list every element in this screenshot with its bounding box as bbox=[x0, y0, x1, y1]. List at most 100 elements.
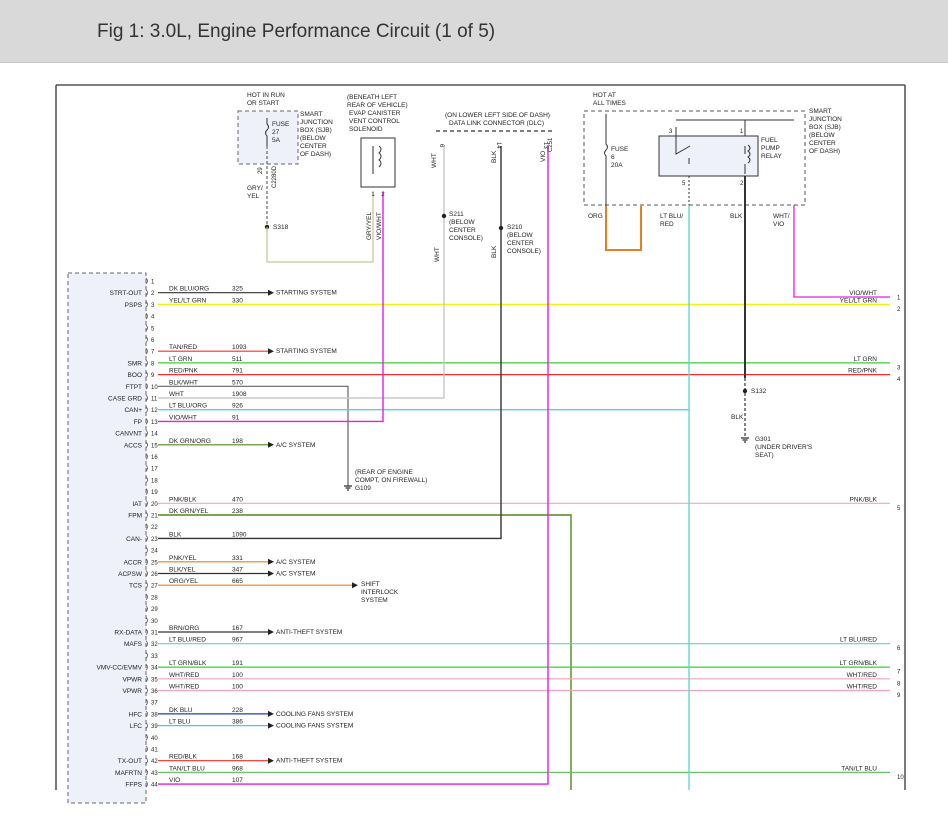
pcm-pin-42-number: 42 bbox=[151, 759, 158, 765]
pcm-pin-7-marker bbox=[145, 347, 148, 355]
pcm-pin-12-wire-color: LT BLU/ORG bbox=[169, 403, 207, 410]
relay-pin1: 1 bbox=[740, 129, 744, 135]
splice-s211-label: CONSOLE) bbox=[449, 235, 483, 242]
fuse27-symbol bbox=[265, 118, 269, 146]
relay-org-wire bbox=[605, 206, 642, 251]
pcm-pin-41-marker bbox=[145, 745, 148, 753]
pcm-pin-3-wire-color: YEL/LT GRN bbox=[169, 297, 207, 304]
g301-label: (UNDER DRIVER'S bbox=[755, 444, 813, 451]
pcm-pin-2-marker bbox=[145, 289, 148, 296]
fuse27-sjb-label: SMART bbox=[300, 111, 323, 118]
pcm-pin-30-marker bbox=[145, 617, 148, 624]
pcm-pin-7-wire-color: TAN/RED bbox=[169, 344, 197, 351]
dlc-blk-lower: BLK bbox=[491, 245, 498, 258]
connector-1-label: VIO/WHT bbox=[849, 290, 877, 297]
pcm-pin-22-number: 22 bbox=[151, 525, 158, 531]
pcm-pin-42-destination: ANTI-THEFT SYSTEM bbox=[276, 758, 342, 765]
pcm-pin-32-wire-color: LT BLU/RED bbox=[169, 637, 206, 644]
splice-s132 bbox=[742, 388, 748, 394]
pcm-pin-3-number: 3 bbox=[151, 303, 155, 309]
pcm-pin-42-circuit: 168 bbox=[232, 754, 243, 761]
pcm-pin-39-wire-color: LT BLU bbox=[169, 719, 191, 726]
relay-wire-blk: BLK bbox=[730, 213, 743, 220]
splice-s211 bbox=[441, 213, 447, 219]
pcm-pin-39-number: 39 bbox=[151, 724, 158, 730]
connector-10-number: 10 bbox=[897, 775, 904, 781]
pcm-pin-6-marker bbox=[145, 336, 148, 343]
fuse27-pin: 29 bbox=[258, 167, 264, 174]
relay-sjb-label: OF DASH) bbox=[809, 148, 840, 155]
pcm-pin-10-marker bbox=[145, 383, 148, 390]
pcm-pin-12-number: 12 bbox=[151, 408, 158, 414]
pcm-pin-29-number: 29 bbox=[151, 607, 158, 613]
pcm-pin-44-number: 44 bbox=[151, 783, 158, 789]
pcm-pin-30-number: 30 bbox=[151, 619, 158, 625]
pcm-pin-21-wire bbox=[158, 514, 572, 790]
pcm-pin-1-number: 1 bbox=[151, 280, 155, 286]
pcm-pin-9-wire-color: RED/PNK bbox=[169, 368, 199, 375]
pcm-pin-35-circuit: 100 bbox=[232, 672, 243, 679]
pcm-pin-13-number: 13 bbox=[151, 420, 158, 426]
pcm-pin-38-wire-color: DK BLU bbox=[169, 707, 193, 714]
evap-name: EVAP CANISTER bbox=[349, 110, 401, 117]
dlc-location: (ON LOWER LEFT SIDE OF DASH) bbox=[445, 112, 550, 119]
pcm-pin-20-number: 20 bbox=[151, 502, 158, 508]
pcm-pin-34-circuit: 191 bbox=[232, 660, 243, 667]
pcm-pin-23-wire bbox=[158, 146, 502, 540]
pcm-pin-16-number: 16 bbox=[151, 455, 158, 461]
relay-sjb-label: (BELOW bbox=[809, 132, 836, 139]
pcm-pin-26-wire-color: BLK/YEL bbox=[169, 567, 196, 574]
pcm-module-box bbox=[67, 272, 147, 804]
connector-4-number: 4 bbox=[897, 377, 901, 383]
pcm-pin-23-signal: CAN- bbox=[126, 536, 142, 543]
pcm-pin-36-wire-color: WHT/RED bbox=[169, 684, 200, 691]
pcm-pin-38-destination: COOLING FANS SYSTEM bbox=[276, 711, 353, 718]
pcm-pin-4-number: 4 bbox=[151, 315, 155, 321]
pcm-pin-42-marker bbox=[145, 757, 148, 764]
pcm-pin-20-signal: IAT bbox=[132, 501, 142, 508]
fuse27-wire-color: GRY/ bbox=[247, 185, 263, 192]
fuse27-label: 5A bbox=[272, 137, 281, 144]
pcm-pin-9-circuit: 791 bbox=[232, 368, 243, 375]
pcm-pin-8-marker bbox=[145, 359, 148, 367]
pcm-pin-35-marker bbox=[145, 675, 148, 683]
relay-wire-ltblured: LT BLU/ bbox=[660, 213, 683, 220]
pcm-pin-43-number: 43 bbox=[151, 771, 158, 777]
pcm-pin-15-arrow bbox=[268, 441, 274, 448]
pcm-pin-36-marker bbox=[145, 687, 148, 694]
relay-hot-label: HOT AT bbox=[593, 92, 616, 99]
pcm-pin-39-signal: LFC bbox=[130, 723, 143, 730]
fuse27-label: FUSE bbox=[272, 121, 290, 128]
pcm-pin-11-circuit: 1908 bbox=[232, 391, 247, 398]
relay-fuse-label: FUSE bbox=[611, 146, 629, 153]
connector-6-number: 6 bbox=[897, 646, 901, 652]
pcm-pin-42-wire-color: RED/BLK bbox=[169, 754, 197, 761]
fuse27-sjb-box bbox=[237, 110, 299, 165]
splice-s318-label: S318 bbox=[273, 224, 289, 231]
pcm-pin-43-wire-color: TAN/LT BLU bbox=[169, 765, 205, 772]
pcm-pin-2-destination: STARTING SYSTEM bbox=[276, 290, 337, 297]
pcm-pin-3-circuit: 330 bbox=[232, 297, 243, 304]
pcm-pin-39-arrow bbox=[268, 722, 274, 729]
pcm-pin-28-marker bbox=[145, 593, 148, 601]
connector-9-label: WHT/RED bbox=[847, 684, 878, 691]
pcm-pin-37-marker bbox=[145, 698, 148, 706]
pcm-pin-2-number: 2 bbox=[151, 291, 155, 297]
fuse27-sjb-label: JUNCTION bbox=[300, 119, 333, 126]
pcm-pin-42-signal: TX-OUT bbox=[118, 758, 142, 765]
pcm-pin-13-wire-color: VIO/WHT bbox=[169, 414, 197, 421]
pcm-pin-5-marker bbox=[145, 324, 148, 332]
fuse27-sjb-label: CENTER bbox=[300, 143, 327, 150]
pcm-pin-29-marker bbox=[145, 605, 148, 612]
pcm-pin-21-circuit: 238 bbox=[232, 508, 243, 515]
pcm-pin-38-circuit: 228 bbox=[232, 707, 243, 714]
pcm-pin-13-signal: FP bbox=[134, 419, 142, 426]
pcm-pin-39-circuit: 386 bbox=[232, 719, 243, 726]
pcm-pin-8-circuit: 511 bbox=[232, 356, 243, 363]
pcm-pin-4-marker bbox=[145, 312, 148, 320]
pcm-pin-23-marker bbox=[145, 535, 148, 542]
pcm-pin-1-marker bbox=[145, 277, 148, 285]
pcm-pin-19-number: 19 bbox=[151, 490, 158, 496]
pcm-pin-26-signal: ACPSW bbox=[118, 571, 143, 578]
